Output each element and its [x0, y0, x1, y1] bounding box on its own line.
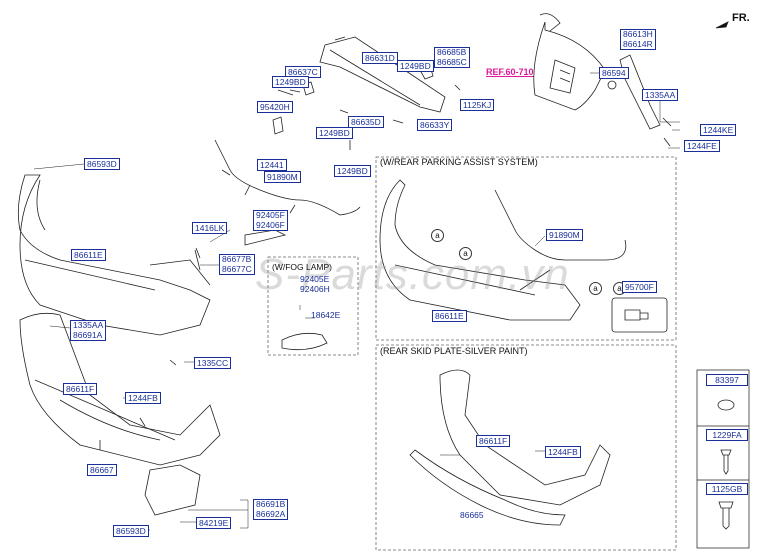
legend-part-1125GB[interactable]: 1125GB [706, 483, 748, 495]
part-label-86665[interactable]: 86665 [460, 510, 484, 520]
screw-1229FA-shape [720, 449, 732, 475]
part-label-91890M[interactable]: 91890M [264, 171, 301, 183]
fog-lamp-92405E [281, 332, 328, 351]
part-label-84219E[interactable]: 84219E [196, 517, 232, 529]
part-label-18642E[interactable]: 18642E [311, 310, 341, 320]
part-label-1335AA[interactable]: 1335AA [642, 89, 679, 101]
screw-1125GB-shape [718, 501, 734, 530]
part-label-12441[interactable]: 12441 [257, 159, 287, 171]
callout-a: a [431, 229, 444, 242]
legend-box [696, 369, 750, 549]
direction-label: FR. [732, 12, 750, 24]
part-label-1244FB[interactable]: 1244FB [545, 446, 581, 458]
part-label-86611F[interactable]: 86611F [63, 383, 98, 395]
lower-bumper-86611F [19, 312, 221, 466]
wiring-harness-91890M [214, 139, 361, 216]
lamp-bracket [619, 54, 661, 130]
part-label-1125KJ[interactable]: 1125KJ [460, 99, 495, 111]
part-label-1335CC[interactable]: 1335CC [194, 357, 232, 369]
part-label-86611F[interactable]: 86611F [476, 435, 511, 447]
part-label-86593D[interactable]: 86593D [113, 525, 149, 537]
callout-a: a [459, 247, 472, 260]
part-label-1249BD[interactable]: 1249BD [397, 60, 434, 72]
section-title-skid-plate: (REAR SKID PLATE-SILVER PAINT) [380, 346, 528, 356]
part-label-86635D[interactable]: 86635D [348, 116, 384, 128]
part-label-95700F[interactable]: 95700F [622, 281, 657, 293]
part-label-1244FE[interactable]: 1244FE [684, 140, 720, 152]
part-label-86667[interactable]: 86667 [87, 464, 117, 476]
part-label-86611E[interactable]: 86611E [71, 249, 106, 261]
legend-part-83397[interactable]: 83397 [706, 374, 748, 386]
legend-part-1229FA[interactable]: 1229FA [706, 429, 748, 441]
skid-plate-86611F [439, 369, 611, 506]
watermark: S-Parts.com.vn [255, 250, 570, 299]
part-label-91890M[interactable]: 91890M [546, 229, 583, 241]
fr-arrow [715, 21, 729, 29]
part-label-86611E[interactable]: 86611E [432, 310, 467, 322]
part-label-1249BD[interactable]: 1249BD [316, 127, 353, 139]
part-label-1244FB[interactable]: 1244FB [125, 392, 161, 404]
part-label-1244KE[interactable]: 1244KE [700, 124, 737, 136]
wiring-harness-91890M-b [494, 189, 627, 261]
part-label-86594[interactable]: 86594 [599, 67, 629, 79]
callout-a: a [589, 282, 602, 295]
rear-bumper-cover-parking-86611E [379, 179, 581, 321]
part-label-86633Y[interactable]: 86633Y [417, 119, 453, 131]
reflector-92405F [244, 229, 287, 246]
part-label-86593D[interactable]: 86593D [84, 158, 120, 170]
section-title-parking-assist: (W/REAR PARKING ASSIST SYSTEM) [380, 157, 538, 167]
part-label-1416LK[interactable]: 1416LK [192, 222, 228, 234]
part-label-86631D[interactable]: 86631D [362, 52, 398, 64]
bumper-beam [319, 36, 446, 113]
rear-bumper-cover-86611E [17, 174, 211, 336]
part-label-1249BD[interactable]: 1249BD [272, 76, 309, 88]
skid-plate-garnish-86665 [409, 449, 566, 526]
fog-lamp-box [267, 256, 359, 356]
sensor-95700F-box [611, 297, 668, 333]
parking-assist-box [375, 156, 677, 341]
part-label-95420H[interactable]: 95420H [257, 101, 293, 113]
bracket-86691B [144, 464, 201, 516]
part-label-1249BD[interactable]: 1249BD [334, 165, 371, 177]
reference-link[interactable]: REF.60-710 [486, 67, 534, 77]
plug-83397-shape [717, 399, 735, 411]
skid-plate-box [375, 344, 677, 551]
section-title-fog-lamp: (W/FOG LAMP) [272, 262, 332, 272]
tailgate-panel [533, 13, 606, 111]
